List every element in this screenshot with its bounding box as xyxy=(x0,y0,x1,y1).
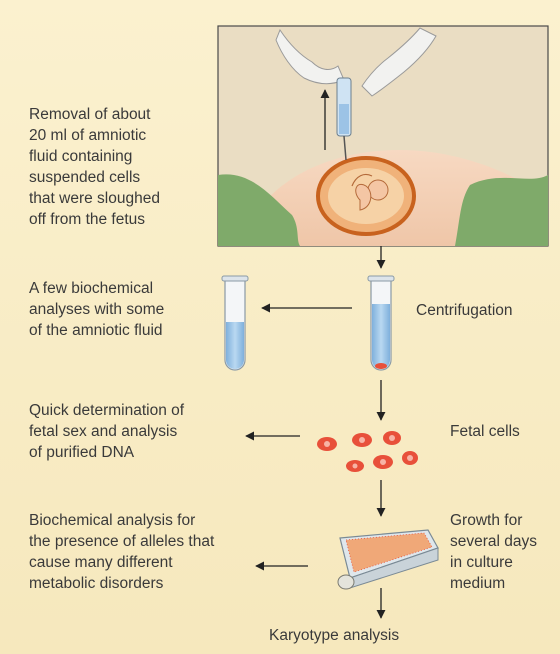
drape-right xyxy=(455,175,548,246)
fetal-cells xyxy=(317,431,418,472)
test-tube-supernatant xyxy=(221,275,249,371)
label-biochemical-alleles: Biochemical analysis for the presence of… xyxy=(29,512,215,592)
cell xyxy=(383,431,401,445)
culture-flask xyxy=(337,529,439,590)
label-biochemical-few: A few biochemical analyses with some of … xyxy=(29,280,165,339)
cell xyxy=(373,455,393,469)
syringe xyxy=(336,77,352,161)
drape-left xyxy=(218,174,300,246)
cell xyxy=(402,451,418,465)
label-removal: Removal of about 20 ml of amniotic fluid… xyxy=(29,106,160,228)
fetus xyxy=(351,173,389,211)
test-tube-centrifuged xyxy=(367,275,395,371)
label-growth: Growth for several days in culture mediu… xyxy=(450,512,538,592)
label-karyotype: Karyotype analysis xyxy=(269,627,400,644)
cell xyxy=(317,437,337,451)
glove-right xyxy=(361,27,437,97)
label-centrifugation: Centrifugation xyxy=(416,302,513,319)
flask-cap xyxy=(337,574,355,590)
cell xyxy=(352,433,372,447)
label-quick-sex-determination: Quick determination of fetal sex and ana… xyxy=(29,402,185,461)
cell xyxy=(346,460,364,472)
label-fetal-cells: Fetal cells xyxy=(450,423,520,440)
amniocentesis-illustration xyxy=(217,25,549,247)
